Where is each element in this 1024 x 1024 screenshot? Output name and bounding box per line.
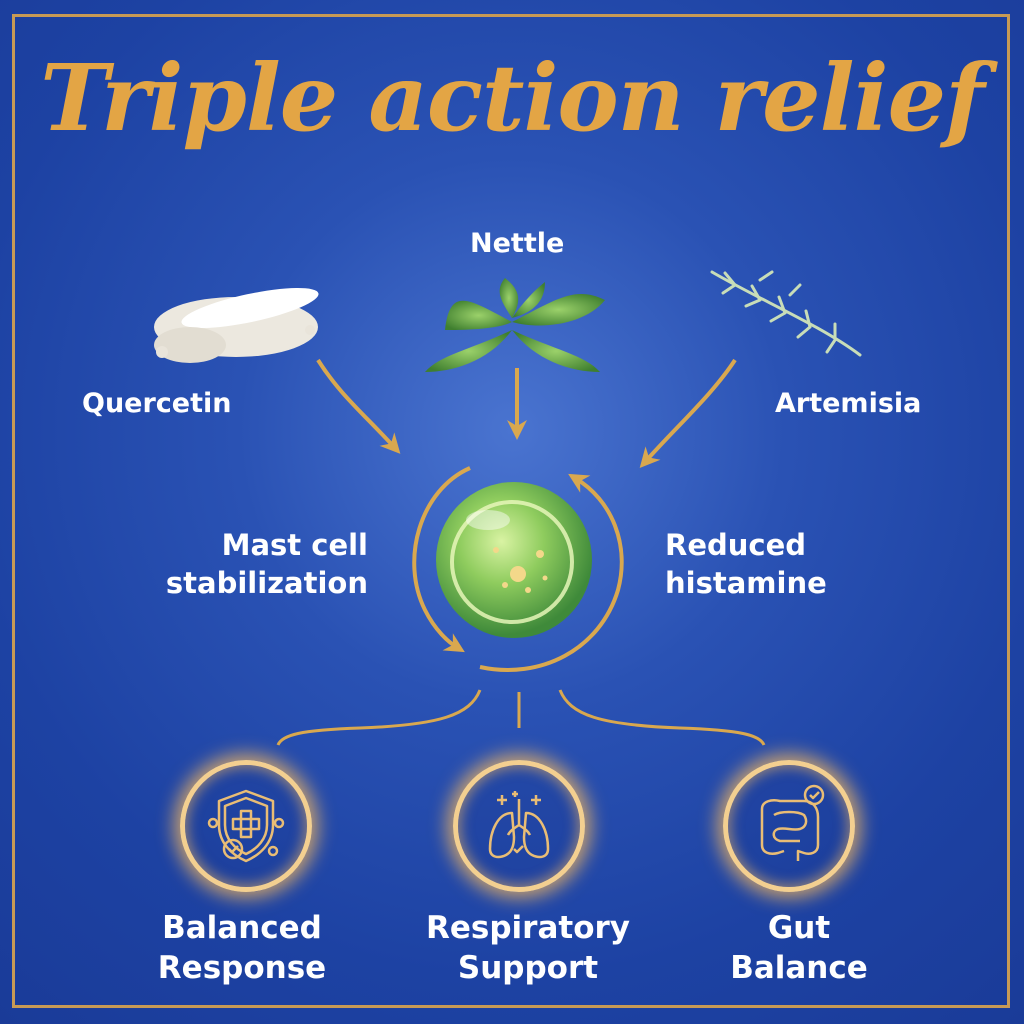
benefit-1-line2: Response [157,950,327,986]
mechanism-left-line1: Mast cell [221,528,368,562]
page-title: Triple action relief [40,44,984,152]
mechanism-right-line2: histamine [665,566,827,600]
mast-cell-image [436,482,592,638]
benefit-1-line1: Balanced [162,910,322,946]
arrow-artemisia [639,358,737,468]
benefit-2-line2: Support [457,950,599,986]
benefit-2-line1: Respiratory [426,910,630,946]
benefit-label-gut-balance: Gut Balance [679,908,919,988]
gold-frame [12,14,1010,1008]
mechanism-right-line1: Reduced [665,528,807,562]
quercetin-powder-image [154,288,319,363]
mechanism-label-left: Mast cell stabilization [166,526,368,602]
benefit-3-line1: Gut [767,910,831,946]
cycle-arrow-right [479,473,624,672]
shield-immune-icon [180,760,312,892]
mechanism-left-line2: stabilization [165,566,368,600]
benefit-label-respiratory-support: Respiratory Support [408,908,648,988]
benefit-3-line2: Balance [730,950,868,986]
intestine-icon [723,760,855,892]
ingredient-label-artemisia: Artemisia [775,388,922,419]
cycle-arrow-left [412,466,471,653]
nettle-leaves-image [425,278,605,372]
artemisia-sprig-image [710,270,862,357]
mechanism-label-right: Reduced histamine [665,526,827,602]
arrow-quercetin [316,358,401,454]
benefit-label-balanced-response: Balanced Response [122,908,362,988]
connector-lines [276,689,766,746]
ingredient-label-quercetin: Quercetin [82,388,232,419]
ingredient-label-nettle: Nettle [470,228,565,259]
lungs-icon [453,760,585,892]
